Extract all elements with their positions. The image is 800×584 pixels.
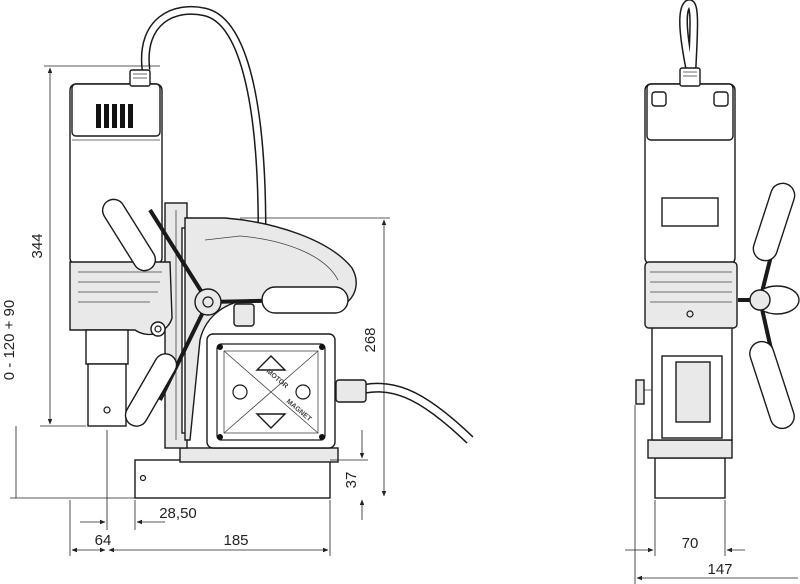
dimension-base-height [330,430,368,520]
spindle [85,329,129,365]
dim-label-147: 147 [707,561,732,578]
dim-label-64: 64 [95,532,112,549]
side-view: MOTOR MAGNET [1,5,474,556]
dimension-70 [625,500,745,556]
dimension-stroke [10,426,135,499]
dimension-arm-height [240,217,390,497]
front-magnetic-base [654,457,726,499]
dimension-64-185 [69,500,331,556]
dimension-147 [634,405,798,584]
dimension-28-50 [80,430,165,530]
front-view: 70 147 [625,0,800,584]
front-feed-handle [738,182,800,430]
dim-label-28-50: 28,50 [159,505,197,522]
arm-body [184,217,357,441]
power-cable [140,5,267,231]
dim-label-70: 70 [682,535,699,552]
feed-handle [101,198,349,427]
dim-label-37: 37 [343,472,360,489]
dim-label-344: 344 [29,233,46,258]
dim-label-stroke: 0 - 120 + 90 [1,300,18,380]
dimension-overall-height [40,65,160,427]
dim-label-185: 185 [223,532,248,549]
magnetic-base [134,459,331,499]
dim-label-268: 268 [362,327,379,352]
